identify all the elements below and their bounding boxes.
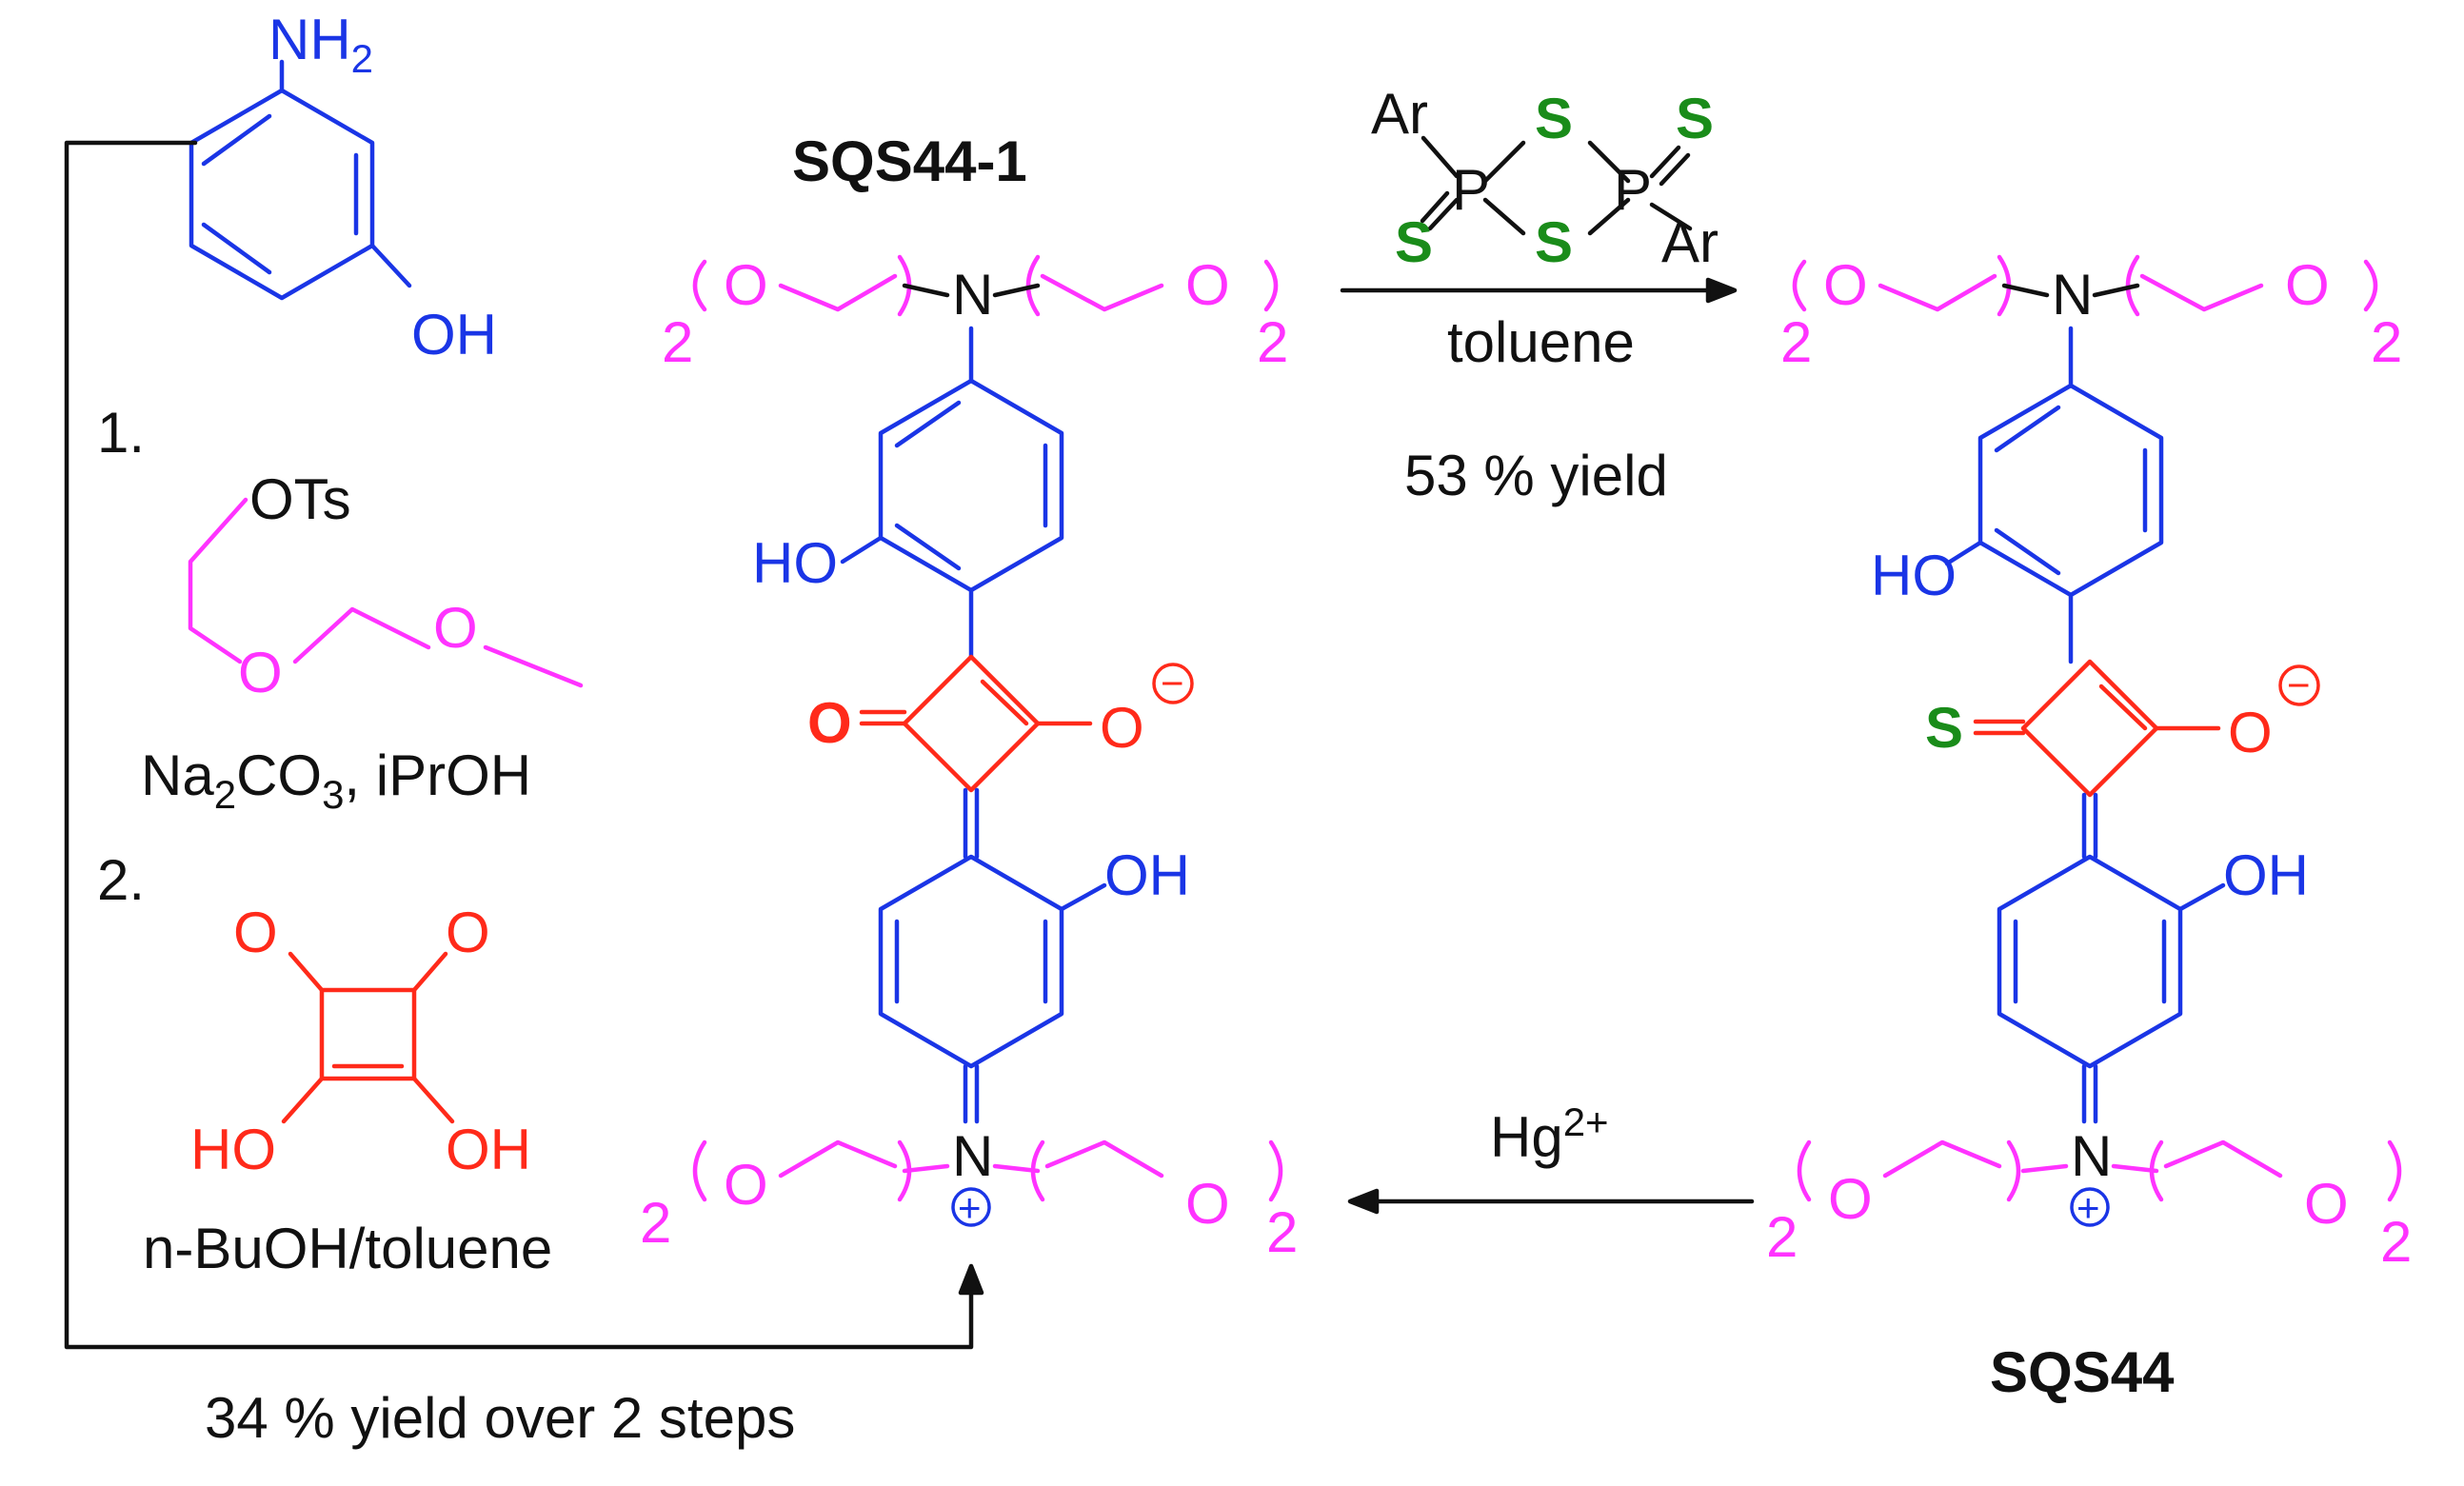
plus-charge: + — [958, 1185, 982, 1230]
lower-oh-label: OH — [1104, 843, 1190, 907]
thione-s: S — [1925, 696, 1963, 760]
phosphorus-left: P — [1452, 158, 1490, 222]
plus-charge: + — [2077, 1185, 2100, 1230]
sqs44-bottom-peg — [1797, 1139, 2402, 1202]
thione-sulfur-right: S — [1676, 87, 1714, 150]
tosylate-o1: O — [238, 641, 283, 704]
o-atom: O — [1185, 1172, 1230, 1236]
iminium-n: N — [2071, 1124, 2112, 1188]
sqs44-1-lower-ring — [878, 787, 1107, 1124]
repeat-count: 2 — [640, 1191, 671, 1255]
squaric-o-right: O — [446, 901, 490, 964]
forward-arrow — [1340, 277, 1738, 304]
squaric-o-left: O — [233, 901, 278, 964]
sqs44-1-upper-ring — [840, 326, 1064, 660]
sqs44-lower-ring — [1997, 792, 2226, 1124]
overall-bracket-arrow — [64, 140, 984, 1350]
ring-sulfur-bottom: S — [1535, 210, 1573, 274]
squaric-ho: HO — [190, 1118, 276, 1181]
carbonyl-o: O — [807, 691, 852, 755]
upper-ho-label: HO — [1871, 544, 1957, 607]
phosphorus-right: P — [1614, 158, 1652, 222]
step2-number: 2. — [97, 848, 145, 912]
overall-yield: 34 % yield over 2 steps — [205, 1386, 795, 1450]
step1-conditions: Na2CO3, iPrOH — [141, 743, 531, 817]
step2-conditions: n-BuOH/toluene — [143, 1217, 552, 1280]
reverse-arrow — [1347, 1188, 1755, 1215]
compound-label-sqs44: SQS44 — [1990, 1340, 2175, 1404]
aminophenol-structure — [189, 59, 412, 301]
mercury-reagent: Hg2+ — [1490, 1100, 1609, 1169]
tosylate-peg-chain — [188, 497, 584, 688]
repeat-count: 2 — [1780, 310, 1812, 374]
repeat-count: 2 — [1257, 310, 1288, 374]
sqs44-1-squaraine-core — [859, 654, 1093, 793]
o-atom: O — [724, 253, 768, 317]
sqs44-squaraine-core — [1973, 659, 2221, 798]
upper-ho-label: HO — [752, 531, 838, 595]
aryl-bottom: Ar — [1661, 210, 1719, 274]
squaric-acid-structure — [281, 951, 455, 1124]
step1-number: 1. — [97, 401, 145, 465]
o-atom: O — [2304, 1172, 2349, 1236]
amine-label: NH2 — [268, 8, 373, 81]
ring-sulfur-top: S — [1535, 87, 1573, 150]
repeat-count: 2 — [2371, 310, 2402, 374]
lawesson-ring — [1420, 135, 1693, 236]
repeat-count: 2 — [1766, 1205, 1798, 1269]
o-atom: O — [2285, 253, 2330, 317]
iminium-n: N — [952, 1124, 993, 1188]
thione-sulfur-left: S — [1395, 210, 1433, 274]
o-atom: O — [724, 1153, 768, 1217]
tosylate-label: OTs — [249, 467, 351, 531]
o-atom: O — [1828, 1167, 1873, 1231]
minus-charge: − — [2287, 663, 2311, 707]
sqs44-upper-ring — [1944, 326, 2164, 664]
oxide-o: O — [2228, 701, 2273, 764]
forward-yield: 53 % yield — [1404, 444, 1668, 507]
forward-solvent: toluene — [1447, 310, 1635, 374]
tosylate-o2: O — [433, 596, 478, 660]
o-atom: O — [1823, 253, 1868, 317]
lower-oh-label: OH — [2223, 843, 2309, 907]
n-bonds — [902, 283, 1041, 298]
o-atom: O — [1185, 253, 1230, 317]
compound-label-sqs44-1: SQS44-1 — [792, 129, 1027, 193]
sqs44-1-bottom-peg — [692, 1139, 1283, 1202]
repeat-count: 2 — [2380, 1210, 2412, 1274]
aryl-top: Ar — [1371, 82, 1428, 146]
amine-n: N — [2052, 263, 2093, 327]
amine-n: N — [952, 263, 993, 327]
oxide-o: O — [1100, 696, 1144, 760]
n-bonds — [2001, 283, 2140, 298]
minus-charge: − — [1161, 661, 1184, 705]
phenol-oh-label: OH — [411, 303, 497, 367]
repeat-count: 2 — [662, 310, 693, 374]
repeat-count: 2 — [1266, 1200, 1298, 1264]
squaric-oh: OH — [446, 1118, 531, 1181]
